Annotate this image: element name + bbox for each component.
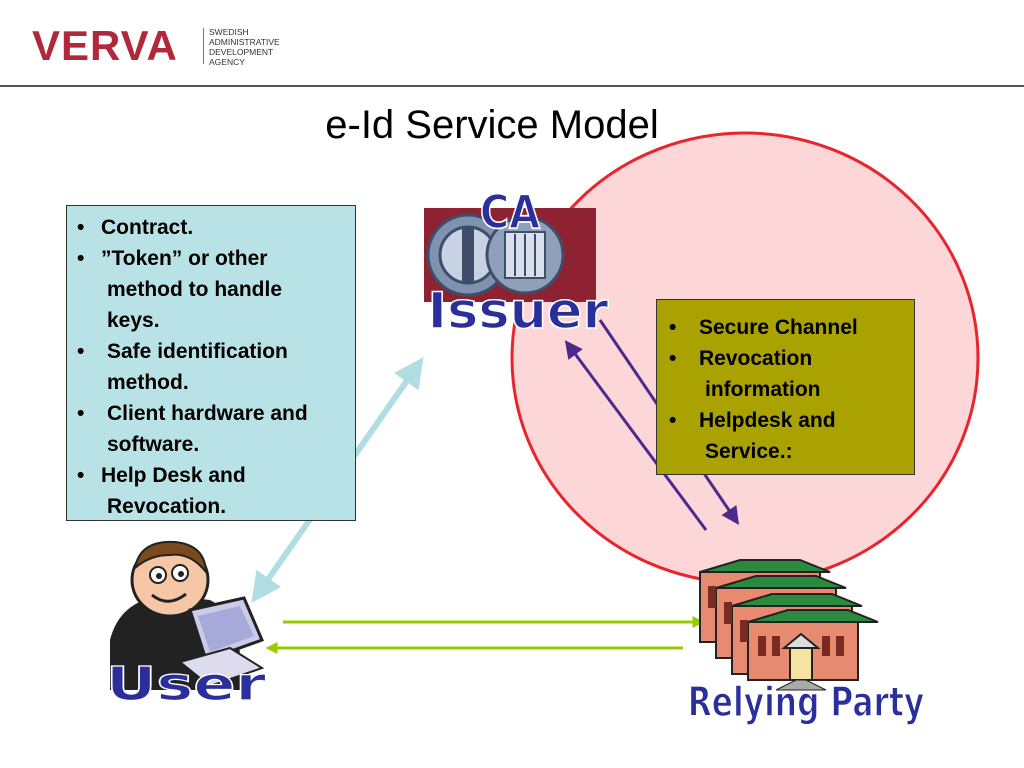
list-item: • Help Desk and Revocation. bbox=[77, 460, 351, 522]
list-item: • Revocation information bbox=[669, 343, 910, 405]
list-item-text: Safe identification bbox=[107, 340, 288, 363]
logo-wordmark: VERVA bbox=[32, 22, 178, 69]
list-item-text: Revocation bbox=[699, 347, 813, 370]
list-item-text: Helpdesk and bbox=[699, 409, 836, 432]
user-label: User bbox=[106, 657, 266, 711]
list-item-text: keys. bbox=[107, 309, 160, 332]
header-divider bbox=[0, 85, 1024, 87]
logo-divider bbox=[203, 28, 204, 64]
user-requirements-box: • Contract. • ”Token” or other method to… bbox=[66, 205, 356, 521]
vault-icon bbox=[424, 208, 596, 302]
bullet: • bbox=[669, 409, 677, 432]
list-item-text: Help Desk and bbox=[101, 464, 246, 487]
list-item-text: ”Token” or other bbox=[101, 247, 268, 270]
relying-party-label: Relying Party bbox=[688, 678, 925, 726]
bullet: • bbox=[77, 216, 85, 239]
rp-to-issuer-arrow bbox=[564, 340, 708, 531]
logo-tagline-line: SWEDISH bbox=[209, 27, 249, 37]
list-item: • ”Token” or other method to handle keys… bbox=[77, 243, 351, 336]
list-item-text: Contract. bbox=[101, 216, 194, 239]
user-at-computer-icon bbox=[110, 540, 265, 690]
logo-tagline-line: AGENCY bbox=[209, 57, 245, 67]
list-item: • Safe identification method. bbox=[77, 336, 351, 398]
list-item-text: information bbox=[705, 378, 821, 401]
list-item-text: Revocation. bbox=[107, 495, 227, 518]
issuer-services-box: • Secure Channel • Revocation informatio… bbox=[656, 299, 915, 475]
list-item-text: Client hardware and bbox=[107, 402, 308, 425]
list-item-text: Service.: bbox=[705, 440, 793, 463]
list-item: • Contract. bbox=[77, 212, 351, 243]
list-item: • Helpdesk and Service.: bbox=[669, 405, 910, 467]
list-item: • Secure Channel bbox=[669, 312, 910, 343]
bullet: • bbox=[669, 347, 677, 370]
bullet: • bbox=[77, 402, 85, 425]
issuer-label: Issuer bbox=[428, 282, 610, 341]
bullet: • bbox=[77, 340, 85, 363]
list-item: • Client hardware and software. bbox=[77, 398, 351, 460]
bullet: • bbox=[669, 316, 677, 339]
ca-label: CA bbox=[480, 186, 541, 239]
logo-tagline-line: ADMINISTRATIVE bbox=[209, 37, 280, 47]
page-title-text: e-Id Service Model bbox=[325, 103, 659, 147]
page-title: e-Id Service Model bbox=[0, 103, 1024, 148]
list-item-text: method to handle bbox=[107, 278, 282, 301]
list-item-text: Secure Channel bbox=[699, 316, 858, 339]
bullet: • bbox=[77, 464, 85, 487]
list-item-text: software. bbox=[107, 433, 200, 456]
list-item-text: method. bbox=[107, 371, 189, 394]
logo-tagline-line: DEVELOPMENT bbox=[209, 47, 274, 57]
bullet: • bbox=[77, 247, 85, 270]
relying-party-buildings-icon bbox=[699, 559, 879, 691]
logo-tagline: SWEDISH ADMINISTRATIVE DEVELOPMENT AGENC… bbox=[209, 27, 280, 67]
